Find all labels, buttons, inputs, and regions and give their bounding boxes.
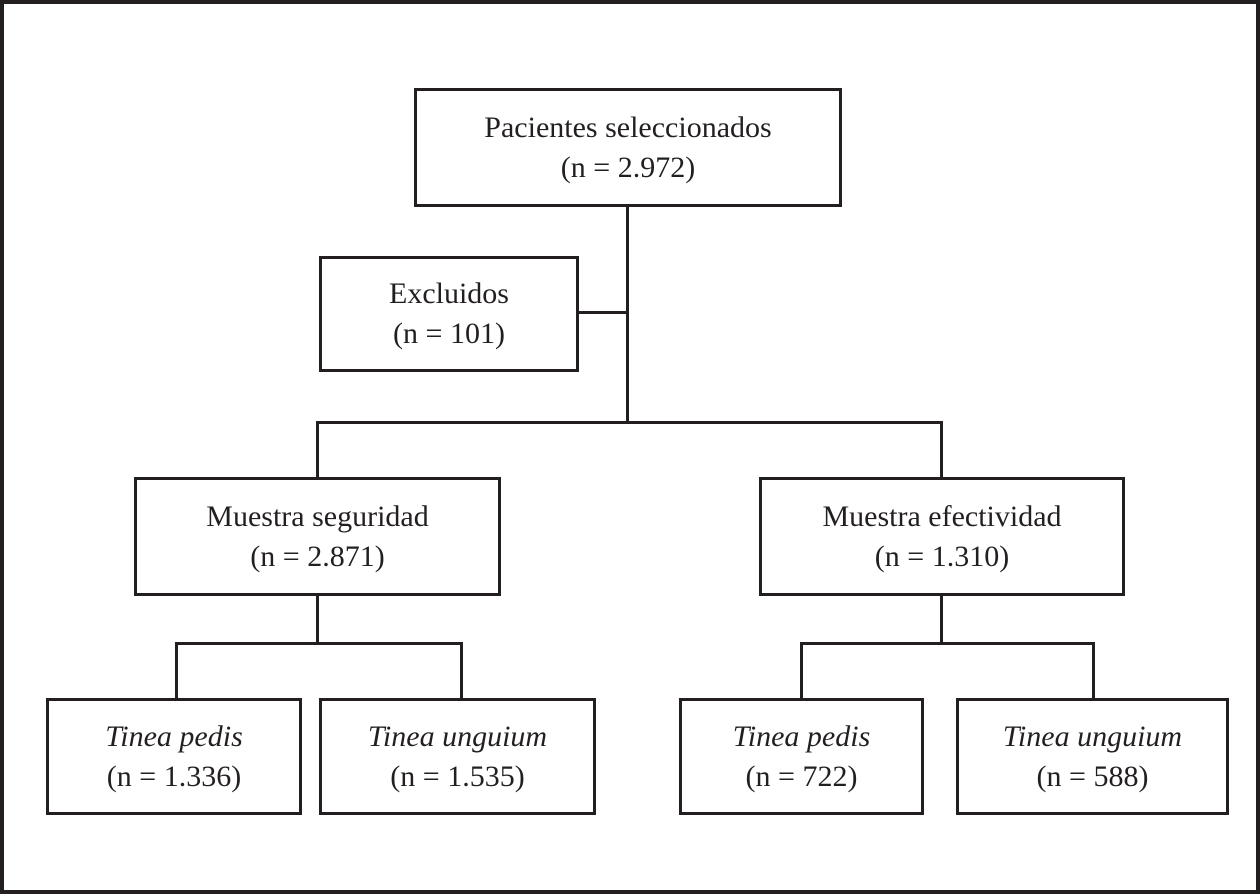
edge-effectiveness-unguium-drop-vertical — [1092, 642, 1095, 698]
edge-selected-trunk-vertical — [626, 207, 629, 424]
node-count: (n = 1.310) — [874, 539, 1010, 573]
edge-effectiveness-drop-vertical — [940, 421, 943, 477]
node-muestra-efectividad: Muestra efectividad (n = 1.310) — [759, 477, 1125, 596]
node-label: Tinea unguium — [1002, 719, 1183, 753]
node-label: Tinea unguium — [367, 719, 548, 753]
edge-safety-children-horizontal — [175, 642, 463, 645]
node-count: (n = 2.871) — [250, 539, 385, 573]
edge-excluded-horizontal — [579, 311, 628, 314]
node-count: (n = 2.972) — [560, 150, 696, 184]
edge-safety-unguium-drop-vertical — [460, 642, 463, 698]
node-efectividad-tinea-unguium: Tinea unguium (n = 588) — [956, 698, 1229, 815]
node-pacientes-seleccionados: Pacientes seleccionados (n = 2.972) — [414, 88, 842, 207]
node-count: (n = 722) — [745, 759, 858, 793]
node-count: (n = 1.535) — [390, 759, 525, 793]
node-label: Tinea pedis — [732, 719, 871, 753]
edge-effectiveness-trunk-vertical — [940, 596, 943, 645]
node-label: Tinea pedis — [105, 719, 243, 753]
node-label: Muestra seguridad — [206, 499, 429, 533]
edge-effectiveness-children-horizontal — [800, 642, 1095, 645]
node-label: Excluidos — [389, 277, 509, 310]
node-seguridad-tinea-pedis: Tinea pedis (n = 1.336) — [46, 698, 302, 815]
edge-safety-drop-vertical — [316, 421, 319, 477]
node-count: (n = 101) — [393, 317, 505, 350]
edge-samples-tbar-horizontal — [316, 421, 943, 424]
edge-safety-pedis-drop-vertical — [175, 642, 178, 698]
node-count: (n = 1.336) — [106, 759, 242, 793]
node-muestra-seguridad: Muestra seguridad (n = 2.871) — [134, 477, 501, 596]
node-seguridad-tinea-unguium: Tinea unguium (n = 1.535) — [319, 698, 596, 815]
node-count: (n = 588) — [1036, 759, 1149, 793]
node-label: Muestra efectividad — [822, 499, 1062, 533]
node-efectividad-tinea-pedis: Tinea pedis (n = 722) — [679, 698, 924, 815]
node-label: Pacientes seleccionados — [484, 110, 772, 144]
edge-safety-trunk-vertical — [316, 596, 319, 645]
node-excluidos: Excluidos (n = 101) — [319, 256, 579, 372]
edge-effectiveness-pedis-drop-vertical — [800, 642, 803, 698]
